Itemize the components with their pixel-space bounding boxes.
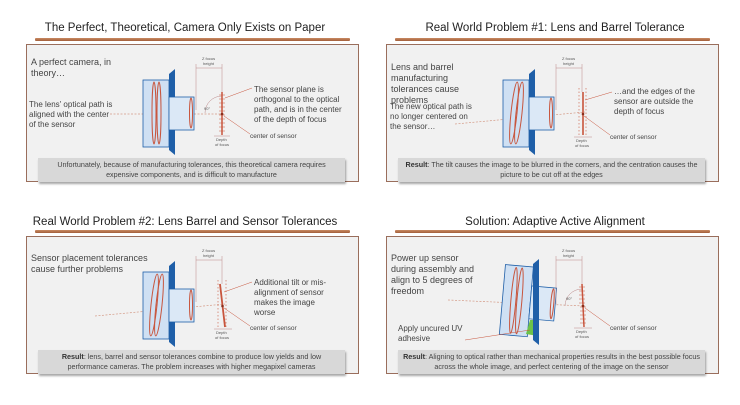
title-underline — [35, 38, 350, 41]
lens-element — [515, 267, 524, 335]
result-label: Result — [405, 160, 428, 169]
result-text: : The tilt causes the image to be blurre… — [427, 160, 698, 179]
lens-element — [151, 81, 157, 145]
left-note: The lens' optical path is aligned with t… — [29, 100, 113, 129]
title-underline — [395, 230, 710, 233]
sensor-center-point — [581, 304, 585, 308]
leader-line — [464, 329, 531, 341]
result-label: Result — [61, 352, 84, 361]
depth-of-focus-label: Depth — [216, 137, 227, 142]
svg-text:Depth: Depth — [576, 329, 587, 334]
z-focus-label: Z focus — [202, 56, 215, 61]
leader-line — [223, 115, 251, 135]
svg-text:Depth: Depth — [216, 330, 227, 335]
sensor-center-point — [221, 304, 224, 308]
angle-label: 90° — [204, 106, 210, 111]
leader-line — [223, 281, 253, 293]
left-note: The new optical path is no longer center… — [390, 102, 472, 131]
panel-title: The Perfect, Theoretical, Camera Only Ex… — [44, 22, 326, 34]
panel-problem-1: Real World Problem #1: Lens and Barrel T… — [370, 0, 740, 200]
svg-text:of focus: of focus — [215, 335, 229, 340]
lens-element — [156, 81, 162, 145]
svg-text:height: height — [203, 61, 215, 66]
right-note: The sensor plane is orthogonal to the op… — [254, 85, 342, 124]
camera-diagram: Z focus height Depth of focus — [454, 56, 613, 155]
camera-diagram: Z focus height 90° Depth of focus — [110, 56, 253, 155]
result-box: Result: Aligning to optical rather than … — [398, 350, 705, 374]
svg-text:of focus: of focus — [575, 143, 589, 148]
result-box: Result: lens, barrel and sensor toleranc… — [38, 350, 345, 374]
result-label: Result — [403, 352, 426, 361]
leader-line — [223, 307, 251, 327]
lens-element — [189, 97, 193, 129]
center-of-sensor-label: center of sensor — [610, 134, 657, 141]
camera-diagram: Z focus height 90° Depth of focus — [447, 248, 611, 345]
leader-line — [583, 115, 611, 136]
svg-text:Z focus: Z focus — [202, 248, 215, 253]
optical-path-line — [94, 303, 226, 317]
title-underline — [395, 38, 710, 41]
result-text: : Aligning to optical rather than mechan… — [425, 352, 700, 371]
optical-path-line — [447, 299, 586, 307]
leader-line — [584, 307, 611, 327]
panel-heading: A perfect camera, in theory… — [31, 57, 112, 78]
svg-text:Z focus: Z focus — [562, 248, 575, 253]
right-note: …and the edges of the sensor are outside… — [614, 87, 695, 116]
panel-heading: Lens and barrel manufacturing tolerances… — [391, 62, 460, 105]
camera-diagram: Z focus height Depth of focus — [94, 248, 253, 347]
lens-element — [514, 81, 524, 145]
center-of-sensor-label: center of sensor — [250, 133, 297, 140]
result-text: : lens, barrel and sensor tolerances com… — [67, 352, 322, 371]
leader-line — [224, 87, 253, 99]
svg-text:height: height — [563, 61, 575, 66]
lens-element — [154, 273, 164, 337]
svg-text:of focus: of focus — [575, 334, 589, 339]
lens-element — [509, 81, 519, 145]
lens-element — [549, 97, 553, 129]
title-underline — [35, 230, 350, 233]
lens-element — [509, 267, 518, 334]
result-text: Unfortunately, because of manufacturing … — [57, 160, 326, 179]
lens-element — [549, 288, 555, 320]
lens-element — [149, 273, 159, 337]
leader-line — [584, 91, 613, 101]
sensor-center-point — [220, 112, 224, 116]
panel-heading: Sensor placement tolerances cause furthe… — [31, 253, 148, 274]
panel-title: Real World Problem #2: Lens Barrel and S… — [32, 216, 338, 228]
center-of-sensor-label: center of sensor — [250, 325, 297, 332]
sensor-center-point — [581, 112, 585, 116]
svg-text:height: height — [563, 253, 575, 258]
panel-problem-2: Real World Problem #2: Lens Barrel and S… — [0, 200, 370, 400]
panel-solution: Solution: Adaptive Active Alignment Powe… — [370, 200, 740, 400]
panel-title: Solution: Adaptive Active Alignment — [465, 216, 645, 228]
panel-title: Real World Problem #1: Lens and Barrel T… — [425, 22, 685, 34]
result-box: Unfortunately, because of manufacturing … — [38, 158, 345, 182]
panel-perfect-camera: The Perfect, Theoretical, Camera Only Ex… — [0, 0, 370, 200]
lens-element — [189, 289, 193, 321]
result-box: Result: The tilt causes the image to be … — [398, 158, 705, 182]
svg-text:Depth: Depth — [576, 138, 587, 143]
svg-text:of focus: of focus — [215, 142, 229, 147]
svg-text:height: height — [203, 253, 215, 258]
angle-label: 90° — [566, 296, 572, 301]
right-note: Additional tilt or mis-alignment of sens… — [254, 278, 327, 317]
optical-path-line — [454, 111, 586, 125]
sensor-mount — [533, 259, 539, 345]
center-of-sensor-label: center of sensor — [610, 325, 657, 332]
panel-heading: Power up sensor during assembly and alig… — [391, 253, 475, 296]
svg-text:Z focus: Z focus — [562, 56, 575, 61]
left-note: Apply uncured UV adhesive — [398, 324, 463, 343]
